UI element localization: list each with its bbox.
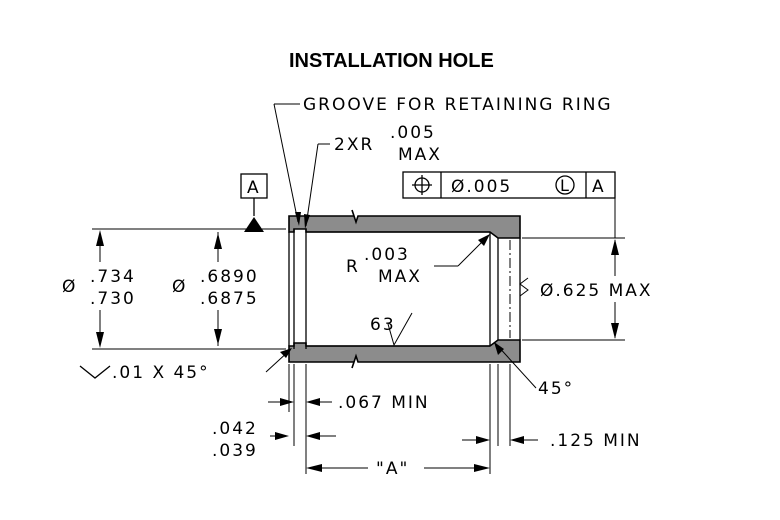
feature-control-frame: Ø.005 L A <box>402 171 616 199</box>
groove-width-arrow-right <box>306 398 320 406</box>
groove-width-arrow-left <box>280 398 294 406</box>
bore-dia-text-gap <box>170 262 270 310</box>
surface-finish-value: 63 <box>370 315 396 335</box>
relief-dia: Ø.625 MAX <box>540 281 653 301</box>
groove-offset-arrow-right <box>306 432 320 440</box>
datum-triangle <box>244 217 264 232</box>
surface-finish-symbol <box>387 312 413 347</box>
lmc-modifier-icon <box>555 175 575 195</box>
chamfer-callout: .01 X 45° <box>112 363 210 383</box>
relief-length-arrow-left <box>476 436 490 444</box>
groove-offset-arrow-left <box>275 432 289 440</box>
relief-length-arrow-right <box>510 436 524 444</box>
radius-inner-value: .003 <box>364 245 410 265</box>
depth-a-arrow-right <box>474 464 490 472</box>
radius-outer-leader-diag <box>305 143 319 227</box>
radius-inner-prefix: R <box>346 257 360 277</box>
bore-dia-arrow-top <box>214 233 222 249</box>
depth-a-arrow-left <box>306 464 322 472</box>
relief-length: .125 MIN <box>550 431 642 451</box>
position-icon <box>412 175 432 195</box>
relief-text-gap <box>540 276 700 302</box>
chamfer-symbol-icon <box>79 365 111 379</box>
groove-offset-lower: .039 <box>212 441 258 461</box>
part-bottom-wall <box>288 339 521 369</box>
datum-letter: A <box>247 178 261 198</box>
angle-arrow <box>494 342 504 355</box>
groove-leader-diag <box>273 103 299 223</box>
bore-dia-prefix: Ø <box>172 277 187 297</box>
fcf-tolerance: Ø.005 <box>451 177 512 197</box>
relief-arrow-bottom <box>611 323 619 339</box>
angle-leader <box>495 343 537 389</box>
outer-dia-upper: .734 <box>90 267 136 287</box>
bore-dia-upper: .6890 <box>200 267 259 287</box>
bore-dia-arrow-bottom <box>214 329 222 345</box>
groove-offset-upper: .042 <box>212 419 258 439</box>
outer-dia-lower: .730 <box>90 289 136 309</box>
angle-callout: 45° <box>538 379 574 399</box>
fcf-datum: A <box>592 177 606 197</box>
fcf-modifier: L <box>560 176 570 195</box>
chamfer-arrow <box>280 348 292 358</box>
groove-callout: GROOVE FOR RETAINING RING <box>303 95 613 115</box>
radius-outer-value: .005 <box>390 123 436 143</box>
part-top-wall <box>288 209 521 239</box>
groove-leader-arrow <box>295 212 301 226</box>
drawing-title: INSTALLATION HOLE <box>289 50 494 72</box>
outer-dia-arrow-bottom <box>96 332 104 348</box>
radius-inner-arrow <box>478 234 490 246</box>
radius-inner-suffix: MAX <box>378 267 422 287</box>
bore-dia-lower: .6875 <box>200 289 259 309</box>
outer-dia-prefix: Ø <box>62 277 77 297</box>
radius-outer-suffix: MAX <box>398 145 442 165</box>
groove-width: .067 MIN <box>338 393 430 413</box>
depth-a: "A" <box>376 459 409 479</box>
outer-dia-text-gap <box>60 262 144 310</box>
relief-arrow-top <box>611 239 619 255</box>
relief-break-mark <box>519 277 529 297</box>
outer-dia-arrow-top <box>96 230 104 246</box>
radius-outer-arrow <box>304 214 310 229</box>
radius-outer-prefix: 2XR <box>334 135 374 155</box>
